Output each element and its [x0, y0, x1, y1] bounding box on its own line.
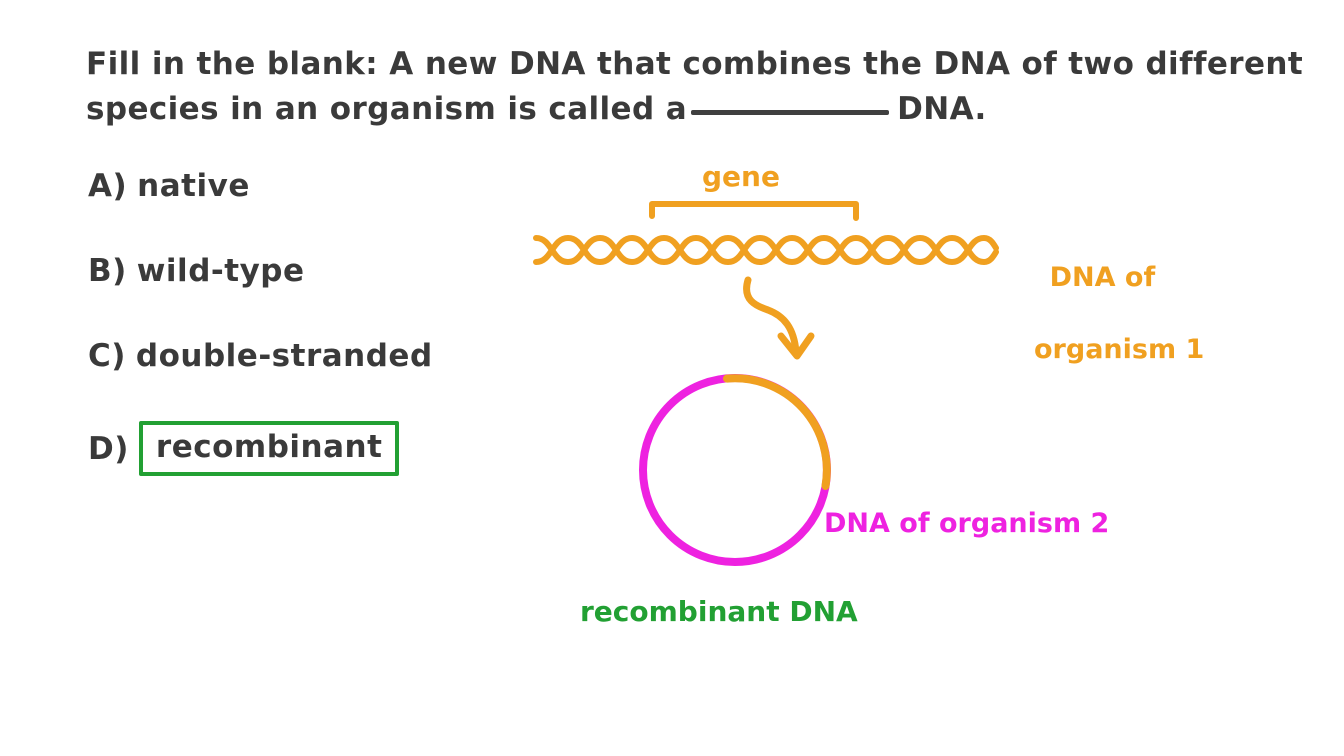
plasmid-orange-gene-arc [723, 374, 831, 490]
option-c-letter: C) [88, 338, 126, 374]
option-b-label: wild-type [136, 253, 305, 289]
option-d-label: recombinant [138, 421, 400, 476]
option-a[interactable]: A) native [88, 168, 250, 204]
option-c[interactable]: C) double-stranded [88, 338, 433, 374]
question-line-2-suffix: DNA. [897, 91, 987, 127]
gene-bracket-icon [649, 201, 859, 221]
dna-helix-icon [533, 234, 999, 266]
recombinant-dna-caption: recombinant DNA [580, 595, 858, 628]
option-c-label: double-stranded [135, 338, 433, 374]
organism-1-label-line-2: organism 1 [1034, 334, 1205, 365]
organism-1-label: DNA of organism 1 [1012, 224, 1204, 440]
option-d-selected[interactable]: D) recombinant [88, 421, 400, 476]
plasmid-magenta-ring [639, 374, 831, 566]
question-line-2-prefix: species in an organism is called a [86, 91, 688, 127]
answer-blank-underline [691, 110, 890, 115]
question-line-1: Fill in the blank: A new DNA that combin… [86, 46, 1304, 82]
option-b-letter: B) [88, 253, 127, 289]
option-b[interactable]: B) wild-type [88, 253, 305, 289]
question-text: Fill in the blank: A new DNA that combin… [86, 42, 1304, 132]
gene-label: gene [702, 160, 780, 193]
option-a-label: native [137, 168, 250, 204]
question-line-2: species in an organism is called a DNA. [86, 87, 1216, 132]
organism-2-label: DNA of organism 2 [824, 508, 1110, 539]
option-a-letter: A) [88, 168, 128, 204]
transfer-arrow-icon [743, 276, 815, 360]
option-d-letter: D) [88, 430, 129, 467]
organism-1-label-line-1: DNA of [1049, 262, 1156, 293]
